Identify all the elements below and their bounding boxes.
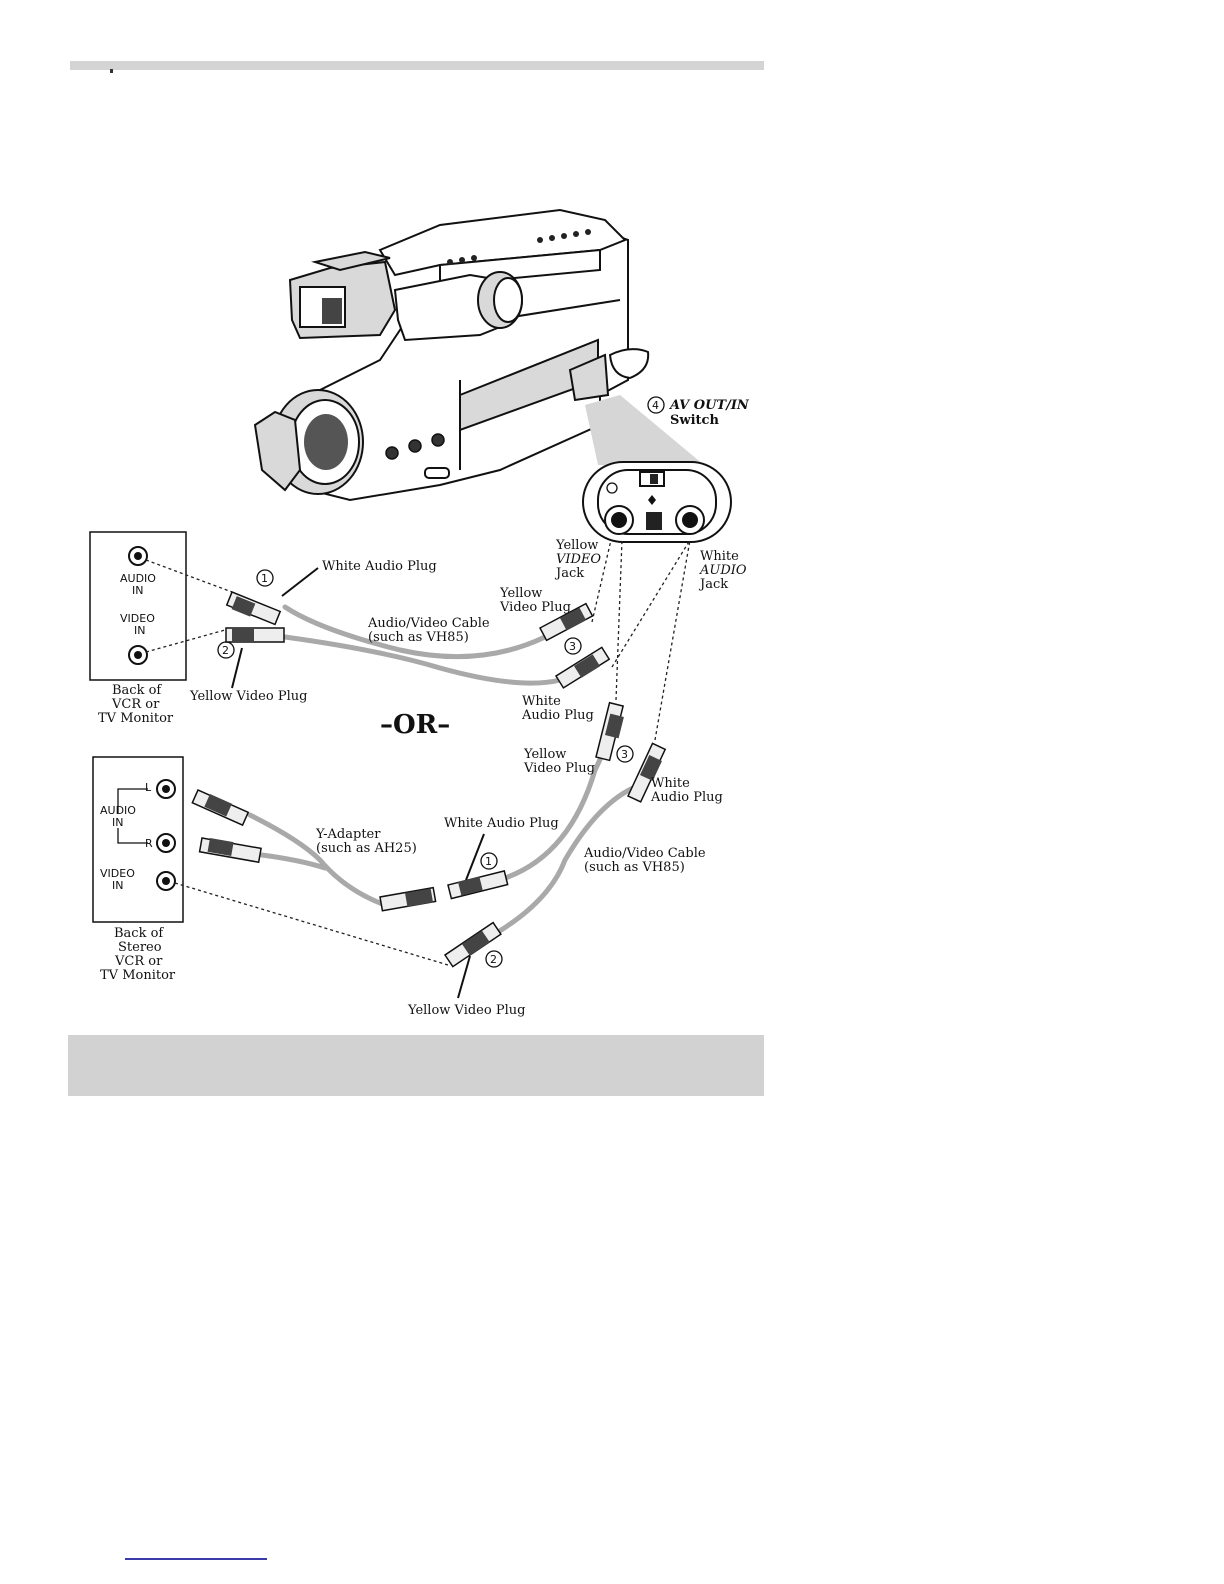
svg-text:Yellow: Yellow — [499, 586, 542, 601]
or-divider: –OR– — [380, 710, 450, 740]
arrow-white-audio-plug-1 — [281, 567, 319, 597]
y-adapter-plug-l — [191, 789, 250, 827]
y-adapter-and-cable-set-2 — [174, 539, 691, 968]
svg-text:Yellow: Yellow — [523, 747, 566, 762]
step-4-number: 4 — [652, 399, 659, 412]
yellow-video-plug-mid-label: Yellow Video Plug — [523, 747, 595, 776]
svg-text:TV Monitor: TV Monitor — [98, 711, 174, 726]
svg-text:IN: IN — [112, 879, 123, 892]
arrow-yellow-video-plug-1 — [231, 647, 243, 689]
svg-text:TV Monitor: TV Monitor — [100, 968, 176, 983]
white-audio-plug-cam-1 — [554, 646, 611, 689]
svg-text:3: 3 — [569, 640, 576, 653]
svg-text:AUDIO: AUDIO — [699, 563, 747, 578]
arrow-white-audio-plug-2 — [465, 833, 485, 881]
vcr-panel-mono-caption: Back of VCR or TV Monitor — [98, 683, 174, 726]
y-adapter-jack-end — [379, 886, 437, 912]
y-adapter-label: Y-Adapter (such as AH25) — [315, 827, 417, 856]
footer-band — [68, 1035, 764, 1096]
yellow-video-plug-cam-2 — [595, 701, 625, 762]
av-cable-2-label: Audio/Video Cable (such as VH85) — [583, 846, 706, 875]
svg-text:Audio Plug: Audio Plug — [521, 708, 594, 723]
svg-text:IN: IN — [112, 816, 123, 829]
yellow-video-jack-label: Yellow VIDEO Jack — [554, 538, 601, 581]
svg-text:3: 3 — [621, 748, 628, 761]
svg-text:Video Plug: Video Plug — [499, 600, 571, 615]
svg-text:AUDIO: AUDIO — [100, 804, 136, 817]
svg-text:2: 2 — [490, 953, 497, 966]
av-switch-word: Switch — [670, 413, 719, 428]
white-audio-jack-label: White AUDIO Jack — [698, 549, 747, 592]
svg-text:Y-Adapter: Y-Adapter — [315, 827, 381, 842]
step-1-marker-a: 1 — [256, 569, 274, 587]
yellow-video-plug-top-label: Yellow Video Plug — [499, 586, 571, 615]
yellow-video-plug-1 — [225, 627, 285, 643]
svg-text:VCR or: VCR or — [111, 697, 160, 712]
footer-link-underline[interactable] — [125, 1558, 267, 1560]
av-cable-1-label: Audio/Video Cable (such as VH85) — [367, 616, 490, 645]
av-switch-name: AV OUT/IN — [668, 398, 750, 413]
svg-text:(such as VH85): (such as VH85) — [368, 630, 469, 645]
svg-text:(such as AH25): (such as AH25) — [316, 841, 417, 856]
svg-text:Jack: Jack — [554, 566, 584, 581]
svg-text:R: R — [145, 837, 153, 850]
white-audio-plug-1 — [225, 591, 282, 626]
step-2-marker-a: 2 — [217, 641, 235, 659]
svg-text:Jack: Jack — [698, 577, 728, 592]
camcorder-illustration — [253, 208, 710, 502]
svg-text:VCR or: VCR or — [114, 954, 163, 969]
header-rule — [70, 61, 764, 73]
svg-text:L: L — [145, 781, 152, 794]
arrow-yellow-video-plug-2 — [457, 955, 471, 999]
svg-text:Back of: Back of — [114, 926, 164, 941]
svg-text:Yellow: Yellow — [555, 538, 598, 553]
y-adapter-plug-r — [198, 837, 262, 864]
svg-text:2: 2 — [222, 644, 229, 657]
svg-text:White: White — [700, 549, 739, 564]
step-3-marker-b: 3 — [616, 745, 634, 763]
svg-text:VIDEO: VIDEO — [120, 612, 155, 625]
svg-text:IN: IN — [134, 624, 145, 637]
step-3-marker-a: 3 — [564, 637, 582, 655]
svg-text:White: White — [651, 776, 690, 791]
av-jack-panel-detail — [582, 461, 732, 543]
white-audio-plug-2 — [447, 870, 509, 900]
svg-text:Video Plug: Video Plug — [523, 761, 595, 776]
svg-text:Stereo: Stereo — [118, 940, 162, 955]
svg-text:Audio Plug: Audio Plug — [650, 790, 723, 805]
svg-text:Audio/Video Cable: Audio/Video Cable — [367, 616, 490, 631]
svg-text:VIDEO: VIDEO — [100, 867, 135, 880]
svg-text:1: 1 — [485, 855, 492, 868]
svg-text:Back of: Back of — [112, 683, 162, 698]
white-audio-plug-2-label: White Audio Plug — [444, 816, 559, 831]
white-audio-plug-cam-2 — [627, 742, 667, 803]
white-audio-plug-top-label: White Audio Plug — [521, 694, 594, 723]
svg-text:AUDIO: AUDIO — [120, 572, 156, 585]
header-rule-mark — [110, 69, 113, 73]
svg-text:White: White — [522, 694, 561, 709]
av-switch-callout: 4 AV OUT/IN Switch — [647, 396, 750, 428]
svg-text:1: 1 — [261, 572, 268, 585]
white-audio-plug-mid-label: White Audio Plug — [650, 776, 723, 805]
yellow-video-plug-cam-1 — [538, 602, 594, 642]
yellow-video-plug-1-label: Yellow Video Plug — [189, 689, 307, 704]
yellow-video-plug-2-label: Yellow Video Plug — [407, 1003, 525, 1018]
step-1-marker-b: 1 — [480, 852, 498, 870]
vcr-panel-stereo-caption: Back of Stereo VCR or TV Monitor — [100, 926, 176, 983]
yellow-video-plug-2 — [443, 921, 502, 968]
svg-text:IN: IN — [132, 584, 143, 597]
svg-text:Audio/Video Cable: Audio/Video Cable — [583, 846, 706, 861]
step-2-marker-b: 2 — [485, 950, 503, 968]
vcr-panel-mono: AUDIO IN VIDEO IN — [89, 531, 187, 681]
svg-text:VIDEO: VIDEO — [556, 552, 601, 567]
vcr-panel-stereo: L R AUDIO IN VIDEO IN — [92, 756, 184, 923]
white-audio-plug-1-label: White Audio Plug — [322, 559, 437, 574]
svg-text:(such as VH85): (such as VH85) — [584, 860, 685, 875]
av-cable-set-1 — [145, 539, 691, 689]
